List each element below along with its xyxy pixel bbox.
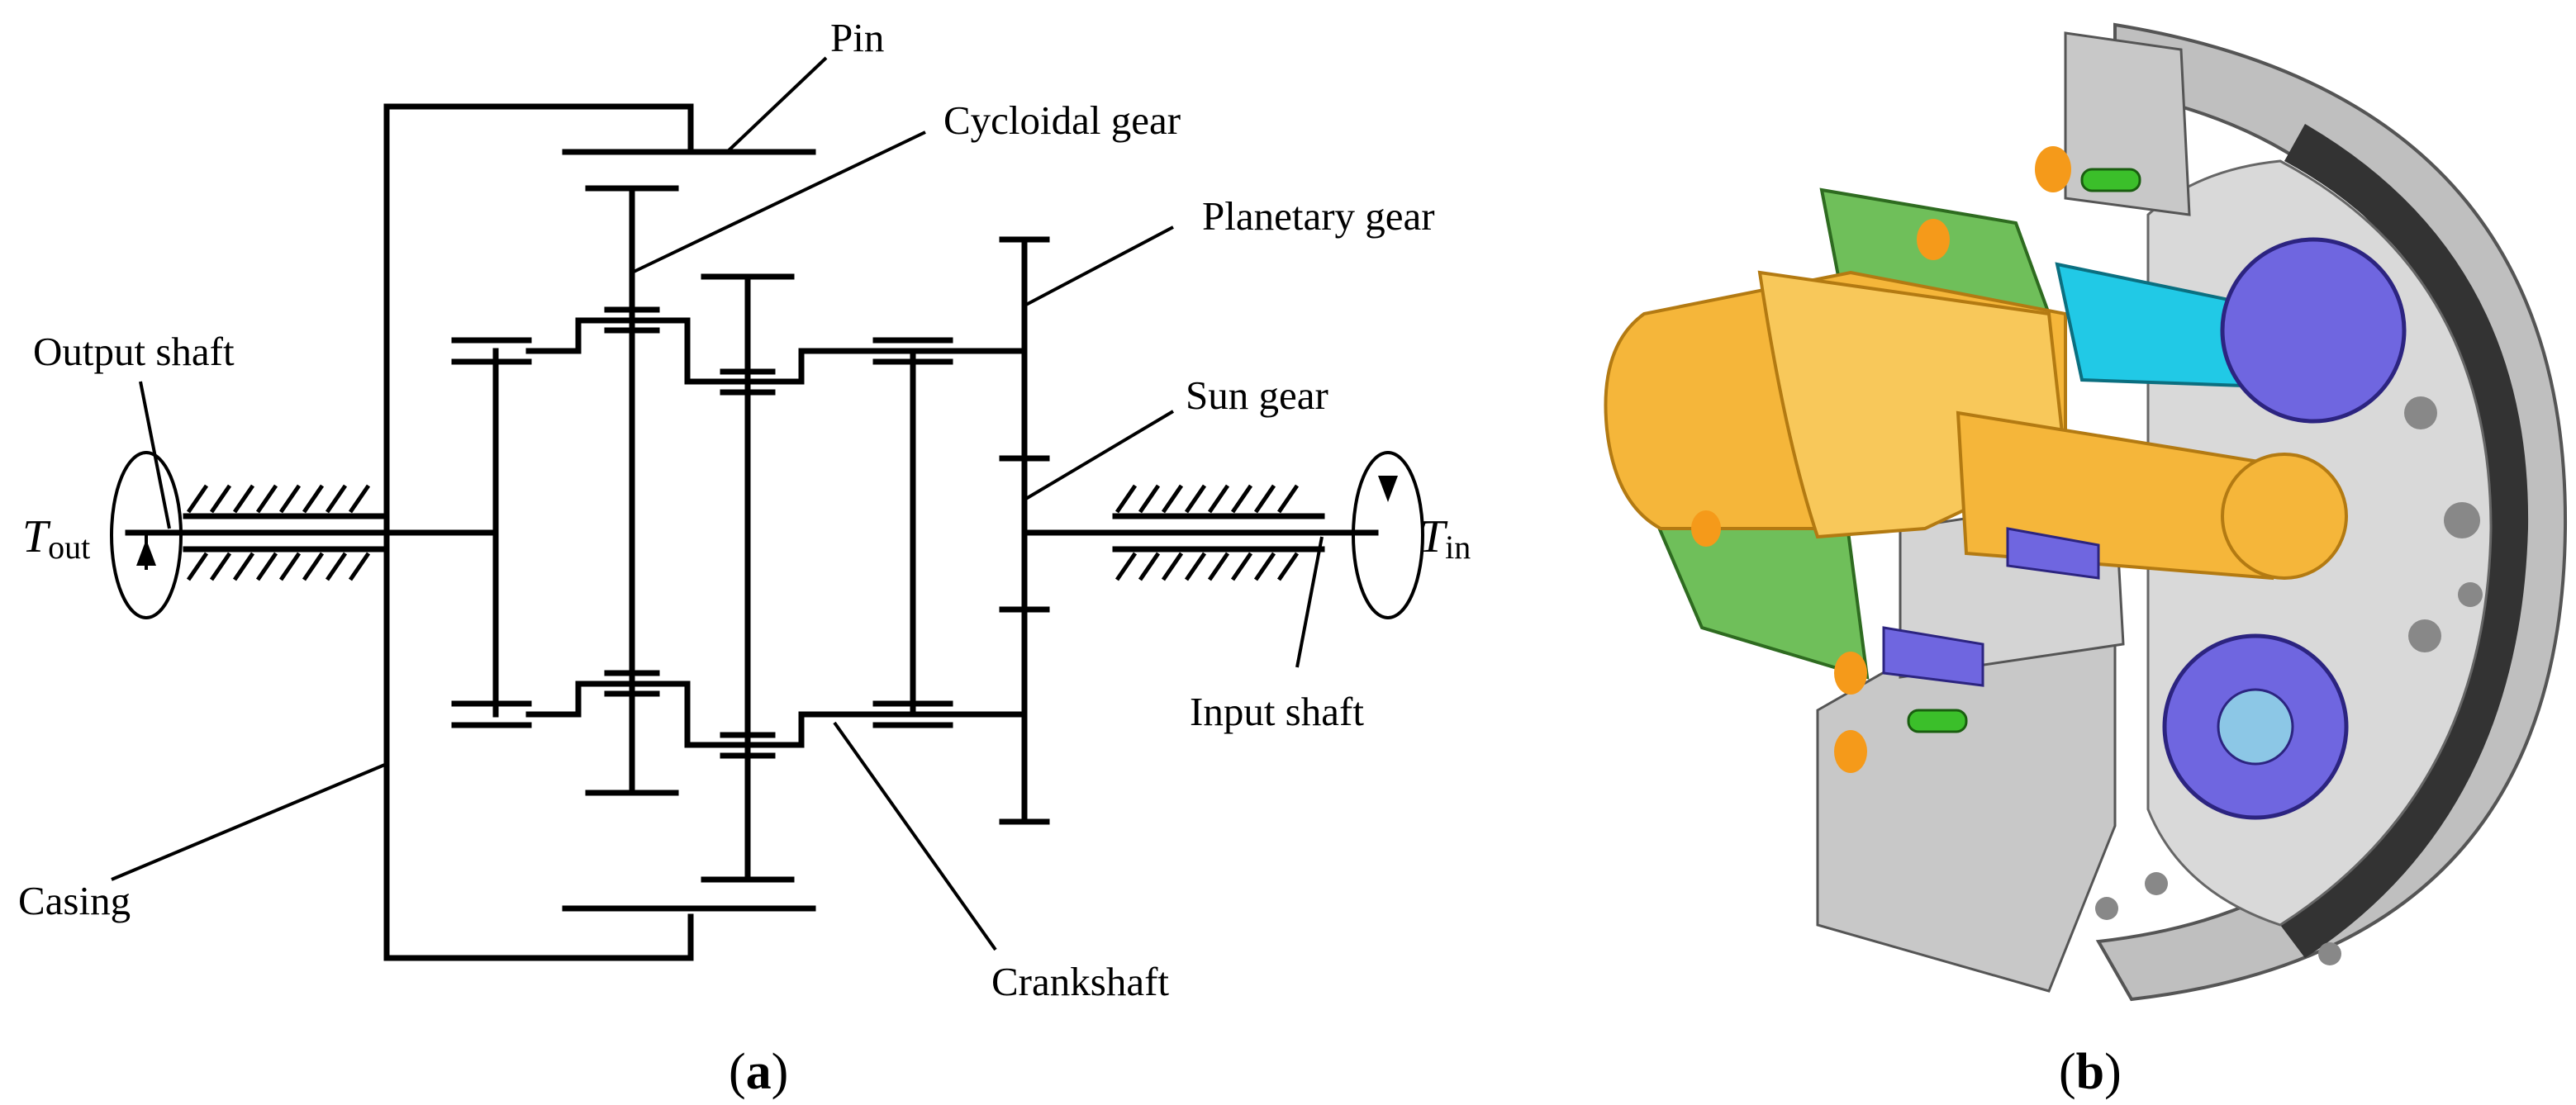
planetary-gear-hub [2217, 688, 2294, 766]
torque-in-arrow [1352, 451, 1424, 619]
hatch-mark [1115, 484, 1138, 514]
label-output-shaft: Output shaft [33, 329, 235, 374]
torque-in-symbol: Tin [1419, 511, 1471, 566]
hatch-mark [278, 552, 302, 581]
label-pin: Pin [830, 15, 884, 60]
hatch-mark [1230, 552, 1253, 581]
hatch-mark [325, 552, 348, 581]
hatch-mark [1276, 484, 1300, 514]
casing-hole [2095, 897, 2118, 920]
casing-hole [2318, 942, 2341, 965]
hatch-mark [1253, 552, 1276, 581]
leader-casing [111, 762, 387, 881]
ball-bearing [1834, 652, 1867, 695]
casing-hole [2408, 619, 2441, 652]
hatch-mark [1276, 552, 1300, 581]
hatch-mark [255, 484, 278, 514]
label-casing: Casing [18, 878, 131, 923]
hatch-mark [1138, 552, 1161, 581]
leader-pin [725, 56, 828, 154]
output-bearing-hatch [183, 484, 390, 581]
leader-output [139, 381, 171, 529]
hatch-mark [209, 484, 232, 514]
casing-hole [2444, 502, 2480, 538]
cycloid-slice [1882, 626, 1984, 687]
needle-roller [1907, 709, 1968, 733]
caption-a: (a) [729, 1044, 788, 1100]
hatch-mark [186, 552, 209, 581]
crankshaft-upper [525, 317, 1028, 385]
label-input-shaft: Input shaft [1190, 689, 1364, 734]
hatch-mark [302, 552, 325, 581]
hatch-mark [232, 484, 255, 514]
hatch-mark [302, 484, 325, 514]
hatch-mark [1161, 552, 1184, 581]
hatch-mark [232, 552, 255, 581]
caption-b: (b) [2059, 1044, 2122, 1100]
cycloid-slice [2006, 527, 2100, 580]
leader-input [1295, 536, 1324, 668]
hatch-mark [1184, 552, 1207, 581]
hatch-mark [1230, 484, 1253, 514]
hatch-mark [186, 484, 209, 514]
ball-bearing [1917, 219, 1950, 260]
needle-roller [2080, 168, 2141, 192]
ball-bearing [2035, 146, 2071, 192]
hatch-mark [348, 484, 371, 514]
torque-out-arrow [110, 451, 183, 619]
torque-out-symbol: Tout [22, 511, 90, 566]
ball-bearing [1691, 510, 1721, 547]
panel-a-schematic: Pin Cycloidal gear Planetary gear Output… [18, 15, 1471, 1100]
hatch-mark [325, 484, 348, 514]
leader-cycloidal [631, 130, 926, 274]
casing-dark-band [2280, 124, 2529, 958]
leader-planetary [1024, 225, 1174, 307]
ball-bearing [1834, 730, 1867, 773]
label-crankshaft: Crankshaft [991, 959, 1169, 1004]
input-bearing-hatch [1112, 484, 1325, 581]
hatch-mark [1161, 484, 1184, 514]
hatch-mark [278, 484, 302, 514]
leader-crankshaft [833, 721, 997, 951]
label-sun-gear: Sun gear [1186, 372, 1328, 418]
sun-gear-render [2221, 453, 2348, 580]
hatch-mark [1115, 552, 1138, 581]
label-cycloidal-gear: Cycloidal gear [943, 97, 1181, 143]
hatch-mark [1184, 484, 1207, 514]
hatch-mark [348, 552, 371, 581]
leader-sun [1023, 410, 1175, 501]
crankshaft-lower [525, 681, 1028, 748]
hatch-mark [1138, 484, 1161, 514]
label-planetary-gear: Planetary gear [1202, 193, 1435, 239]
casing-hole [2458, 582, 2483, 607]
hatch-mark [1207, 484, 1230, 514]
hatch-mark [209, 552, 232, 581]
hatch-mark [1253, 484, 1276, 514]
planetary-gear-upper [2220, 237, 2407, 424]
hatch-mark [1207, 552, 1230, 581]
casing-hole [2404, 396, 2437, 429]
panel-b-cutaway-render: (b) [1604, 22, 2568, 1100]
hatch-mark [255, 552, 278, 581]
casing-hole [2145, 872, 2168, 895]
